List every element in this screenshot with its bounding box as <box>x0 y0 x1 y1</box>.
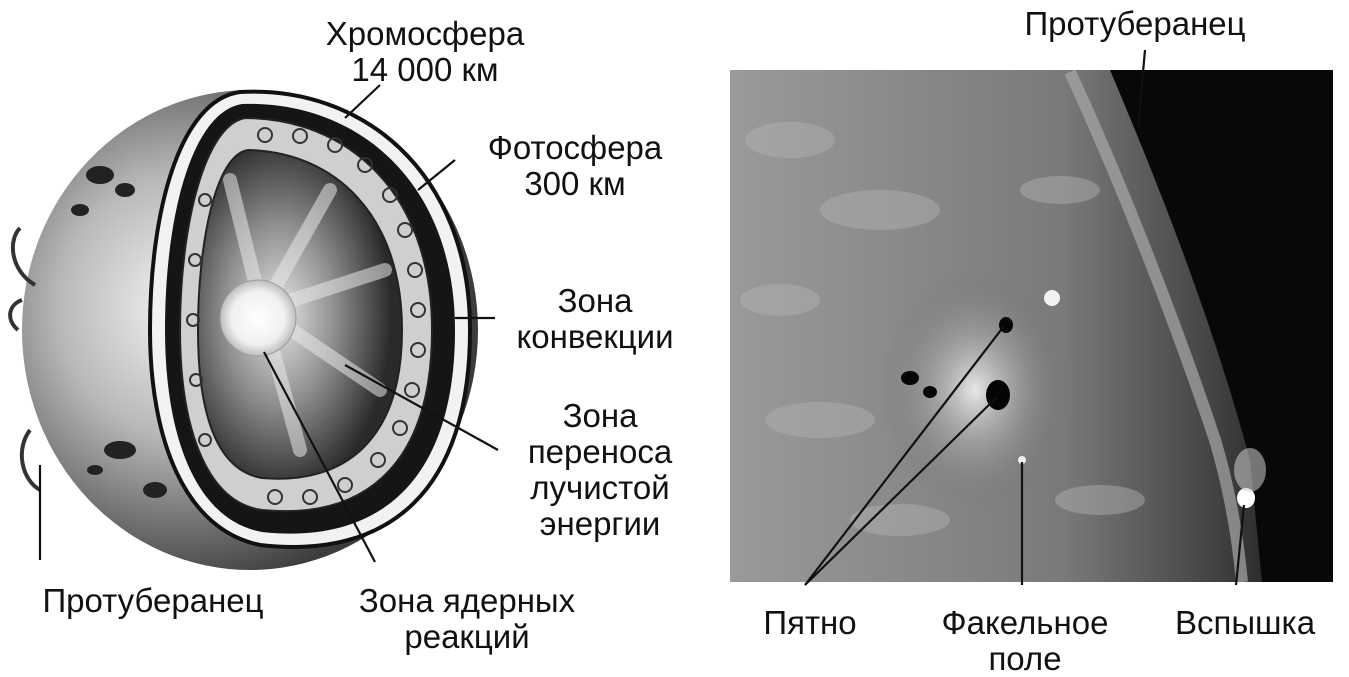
facula-line-2: поле <box>905 641 1145 677</box>
sunspot-label: Пятно <box>740 605 880 641</box>
flare-glow <box>1234 448 1266 492</box>
photosphere-label: Фотосфера 300 км <box>455 130 695 202</box>
facula-line-1: Факельное <box>905 605 1145 641</box>
leader-chromosphere <box>345 85 380 118</box>
photosphere-thickness: 300 км <box>455 166 695 202</box>
solar-photo <box>730 70 1333 582</box>
convection-line-1: Зона <box>490 283 700 319</box>
convection-zone-label: Зона конвекции <box>490 283 700 355</box>
chromosphere-label: Хромосфера 14 000 км <box>295 16 555 88</box>
facula-label: Факельное поле <box>905 605 1145 677</box>
radiative-line-4: энергии <box>500 506 700 542</box>
prominence-right-label: Протуберанец <box>985 6 1285 42</box>
chromosphere-thickness: 14 000 км <box>295 52 555 88</box>
core-label: Зона ядерных реакций <box>322 583 612 655</box>
sunspot-text: Пятно <box>740 605 880 641</box>
prominence-left-text: Протуберанец <box>8 583 298 619</box>
sun-cutaway <box>10 90 478 570</box>
prominence-right-text: Протуберанец <box>985 6 1285 42</box>
prominence-left-label: Протуберанец <box>8 583 298 619</box>
core-line-2: реакций <box>322 619 612 655</box>
radiative-zone-label: Зона переноса лучистой энергии <box>500 398 700 542</box>
convection-line-2: конвекции <box>490 319 700 355</box>
radiative-line-1: Зона <box>500 398 700 434</box>
bright-point <box>1044 290 1060 306</box>
chromosphere-title: Хромосфера <box>295 16 555 52</box>
flare-label: Вспышка <box>1150 605 1340 641</box>
radiative-line-2: переноса <box>500 434 700 470</box>
nuclear-core <box>220 280 296 356</box>
core-line-1: Зона ядерных <box>322 583 612 619</box>
photosphere-title: Фотосфера <box>455 130 695 166</box>
flare-text: Вспышка <box>1150 605 1340 641</box>
facula-region <box>880 270 1070 510</box>
radiative-line-3: лучистой <box>500 470 700 506</box>
